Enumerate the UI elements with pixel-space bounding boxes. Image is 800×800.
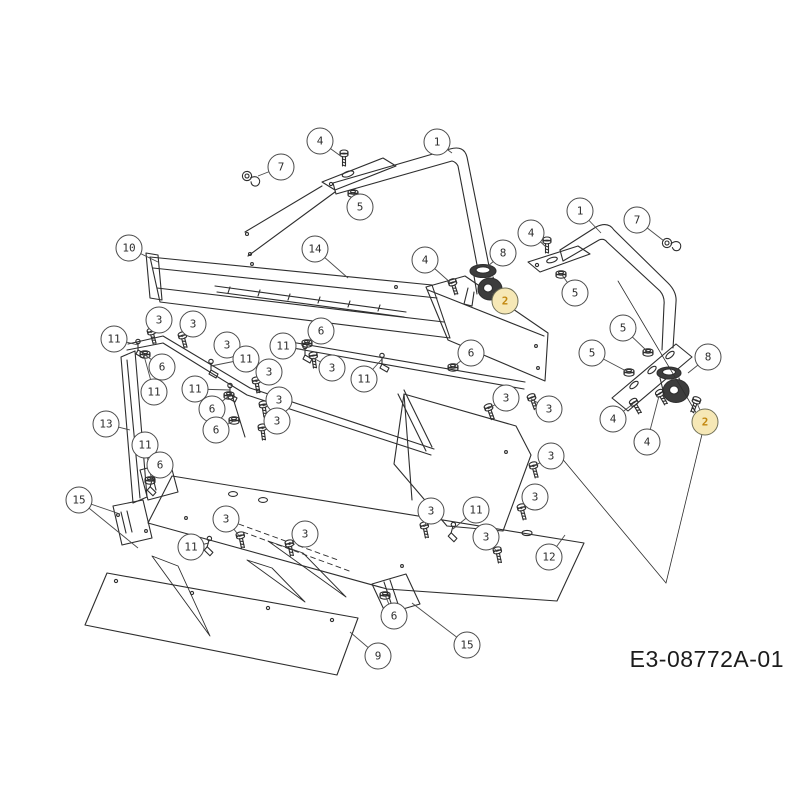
callout-balloon-4[interactable]: 4 [411,246,439,274]
callout-balloon-2[interactable]: 2 [491,287,519,315]
caster-wheel-right [656,366,690,404]
callout-balloon-11[interactable]: 11 [177,533,205,561]
callout-balloon-3[interactable]: 3 [255,358,283,386]
callout-balloon-5[interactable]: 5 [578,339,606,367]
part-number: E3-08772A-01 [629,646,784,672]
callout-balloon-15[interactable]: 15 [65,486,93,514]
callout-balloon-11[interactable]: 11 [100,325,128,353]
side-panel-left [425,275,549,382]
callout-balloon-8[interactable]: 8 [694,343,722,371]
callout-balloon-5[interactable]: 5 [561,279,589,307]
deck-floor [147,475,585,637]
callout-balloon-3[interactable]: 3 [145,306,173,334]
callout-balloon-7[interactable]: 7 [267,153,295,181]
callout-balloon-4[interactable]: 4 [599,405,627,433]
callout-balloon-5[interactable]: 5 [346,193,374,221]
callout-balloon-3[interactable]: 3 [537,442,565,470]
callout-balloon-3[interactable]: 3 [291,520,319,548]
callout-balloon-3[interactable]: 3 [212,505,240,533]
callout-balloon-12[interactable]: 12 [535,543,563,571]
callout-balloon-1[interactable]: 1 [566,197,594,225]
bottom-panel-9 [84,572,359,676]
callout-balloon-4[interactable]: 4 [306,127,334,155]
callout-balloon-3[interactable]: 3 [472,523,500,551]
callout-balloon-2[interactable]: 2 [691,408,719,436]
callout-balloon-6[interactable]: 6 [380,602,408,630]
ghost-panel-12 [559,280,705,584]
hardware-bolts-4 [339,149,702,416]
callout-balloon-5[interactable]: 5 [609,314,637,342]
callout-balloon-6[interactable]: 6 [146,451,174,479]
callout-balloon-8[interactable]: 8 [489,239,517,267]
callout-balloon-6[interactable]: 6 [457,339,485,367]
callout-balloon-6[interactable]: 6 [148,353,176,381]
hinge-left-15 [112,499,153,546]
callout-balloon-3[interactable]: 3 [521,483,549,511]
callout-balloon-3[interactable]: 3 [492,384,520,412]
cotter-pin-left [240,170,262,188]
callout-balloon-3[interactable]: 3 [417,497,445,525]
callout-balloon-4[interactable]: 4 [633,428,661,456]
callout-balloon-9[interactable]: 9 [364,642,392,670]
callout-balloon-13[interactable]: 13 [92,410,120,438]
callout-balloon-10[interactable]: 10 [115,234,143,262]
callout-balloon-11[interactable]: 11 [140,378,168,406]
callout-balloon-3[interactable]: 3 [318,354,346,382]
cotter-pin-right [661,236,682,253]
callout-balloon-11[interactable]: 11 [269,332,297,360]
callout-balloon-3[interactable]: 3 [535,395,563,423]
callout-balloon-7[interactable]: 7 [623,206,651,234]
callout-balloon-3[interactable]: 3 [263,407,291,435]
callout-balloon-1[interactable]: 1 [423,128,451,156]
callout-balloon-15[interactable]: 15 [453,631,481,659]
hardware-nuts [139,189,654,600]
callout-balloon-6[interactable]: 6 [307,317,335,345]
callout-balloon-11[interactable]: 11 [462,496,490,524]
callout-balloon-11[interactable]: 11 [350,365,378,393]
callout-balloon-14[interactable]: 14 [301,235,329,263]
callout-balloon-3[interactable]: 3 [179,310,207,338]
callout-balloon-4[interactable]: 4 [517,219,545,247]
callout-balloon-6[interactable]: 6 [202,416,230,444]
support-rail [126,335,526,456]
